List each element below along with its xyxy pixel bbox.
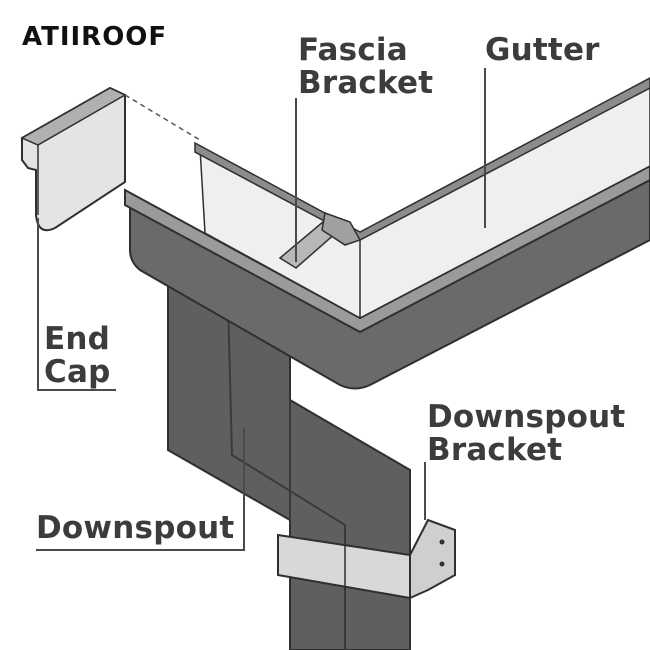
downspout-bracket-shape: [277, 518, 456, 600]
downspout-bracket-label: Downspout Bracket: [427, 401, 625, 467]
downspout-leader: [36, 428, 245, 551]
end-cap-label-line2: Cap: [44, 354, 111, 390]
end-cap-shape: [20, 86, 201, 232]
gutter-body: [124, 77, 650, 390]
end-cap-label-line1: End: [44, 321, 111, 357]
leader-lines: [36, 68, 486, 551]
gutter-label: Gutter: [485, 32, 600, 68]
brand-logo: ATIIROOF: [22, 22, 168, 52]
fascia-bracket-label: Fascia Bracket: [298, 34, 433, 100]
end-cap-label: End Cap: [44, 323, 110, 389]
end-cap-leader: [37, 218, 116, 391]
fascia-bracket-label-line1: Fascia: [298, 32, 408, 68]
downspout-label: Downspout: [36, 510, 235, 546]
fascia-bracket-label-line2: Bracket: [298, 65, 434, 101]
downspout-bracket-label-line2: Bracket: [427, 432, 563, 468]
downspout-bracket-label-line1: Downspout: [427, 399, 626, 435]
